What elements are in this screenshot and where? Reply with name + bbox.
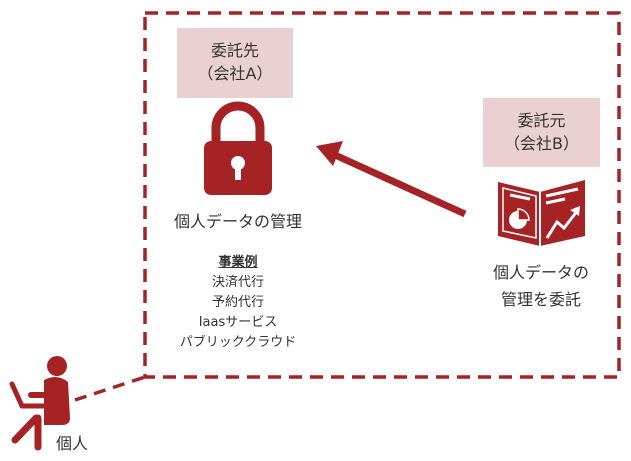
examples-list: 事業例 決済代行 予約代行 Iaasサービス パブリッククラウド [160,253,316,353]
examples-title: 事業例 [218,255,258,270]
company-a-role: 委託先 [210,41,259,60]
company-b-box: 委託元 （会社B） [483,98,600,167]
example-item: 決済代行 [211,275,264,290]
company-b-role: 委託元 [517,111,566,130]
delegate-label: 個人データの 管理を委託 [471,259,611,313]
company-a-name: （会社A） [197,64,273,83]
delegate-label-line1: 個人データの [492,263,589,282]
lock-label: 個人データの管理 [173,212,302,231]
example-item: Iaasサービス [198,315,278,330]
person-label: 個人 [55,434,88,453]
person-at-laptop-icon [9,356,70,451]
example-item: 予約代行 [211,295,264,310]
person-connection-line [74,375,146,402]
company-a-box: 委託先 （会社A） [177,28,293,98]
company-a-boundary [143,11,621,379]
lock-icon [204,101,272,195]
example-item: パブリッククラウド [179,335,297,350]
company-b-name: （会社B） [504,134,579,153]
delegate-label-line2: 管理を委託 [500,290,581,309]
report-icon [498,180,585,246]
arrow-icon [316,141,467,218]
